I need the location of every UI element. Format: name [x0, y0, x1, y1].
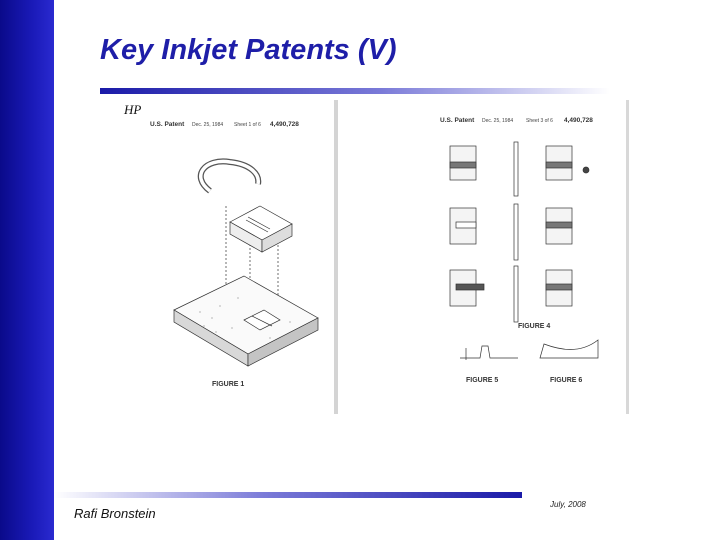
figure-1-drawing — [173, 158, 319, 367]
figure-6-caption: FIGURE 6 — [550, 377, 582, 384]
figure-1-caption: FIGURE 1 — [212, 381, 244, 388]
slide-title: Key Inkjet Patents (V) — [100, 34, 397, 66]
figure-6-drawing — [539, 339, 599, 359]
right-header-number: 4,490,728 — [564, 117, 593, 124]
title-underline — [100, 88, 610, 94]
left-sidebar-bar — [0, 0, 54, 540]
footer-rule — [54, 492, 522, 498]
left-header-number: 4,490,728 — [270, 121, 299, 128]
left-header-date: Dec. 25, 1984 — [192, 122, 223, 128]
left-patent-page — [140, 96, 336, 414]
right-header-date: Dec. 25, 1984 — [482, 118, 513, 124]
patent-drawing-image: U.S. Patent Dec. 25, 1984 Sheet 1 of 6 4… — [140, 96, 630, 414]
image-label-hp: HP — [124, 102, 142, 117]
left-header-org: U.S. Patent — [150, 121, 185, 128]
slide-date: July, 2008 — [550, 500, 586, 509]
page-gutter — [334, 100, 338, 414]
right-header-sheet: Sheet 3 of 6 — [526, 118, 553, 124]
right-page-edge — [626, 100, 629, 414]
figure-4-drawing — [449, 141, 590, 323]
right-header-org: U.S. Patent — [440, 117, 475, 124]
figure-5-drawing — [460, 345, 518, 360]
right-patent-page — [420, 96, 630, 414]
figure-4-caption: FIGURE 4 — [518, 323, 550, 330]
figure-5-caption: FIGURE 5 — [466, 377, 498, 384]
left-header-sheet: Sheet 1 of 6 — [234, 122, 261, 128]
base-stipple — [199, 297, 291, 339]
author-name: Rafi Bronstein — [74, 506, 156, 521]
